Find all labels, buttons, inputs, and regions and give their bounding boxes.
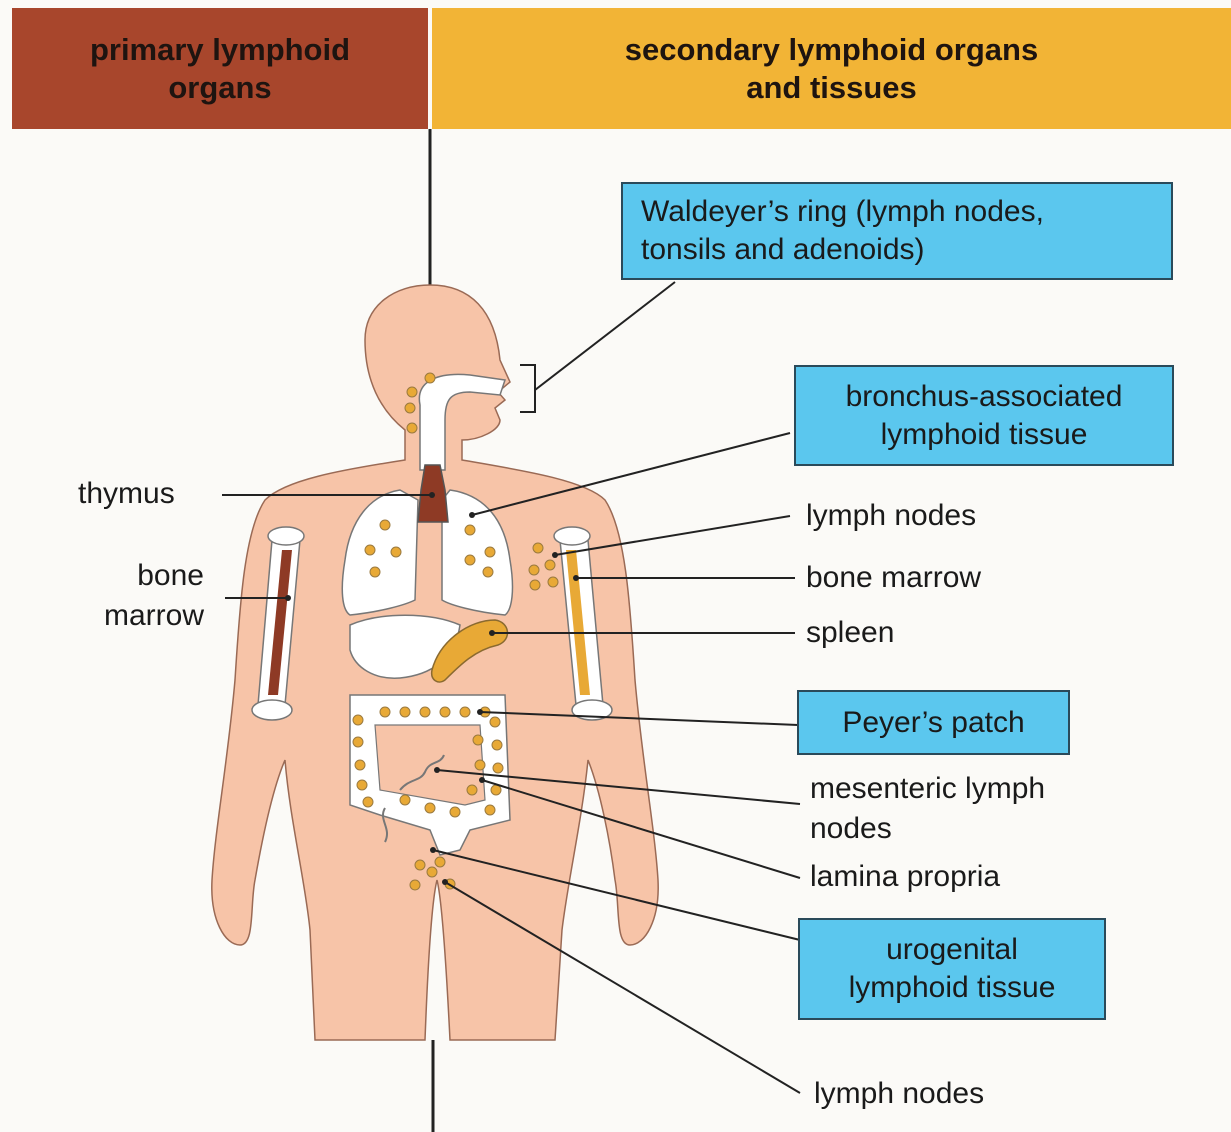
label-mesenteric-lymph-nodes: mesenteric lymph nodes <box>810 769 1045 849</box>
label-lymph-nodes-arm: lymph nodes <box>806 496 976 536</box>
peyers-patch-box: Peyer’s patch <box>797 690 1070 755</box>
label-lamina-propria: lamina propria <box>810 857 1000 897</box>
waldeyer-ring-box: Waldeyer’s ring (lymph nodes, tonsils an… <box>621 182 1173 280</box>
label-thymus: thymus <box>78 474 175 514</box>
balt-box: bronchus-associated lymphoid tissue <box>794 365 1174 466</box>
urogenital-lymphoid-box: urogenital lymphoid tissue <box>798 918 1106 1020</box>
label-lymph-nodes-lower: lymph nodes <box>814 1074 984 1114</box>
label-bone-marrow-secondary: bone marrow <box>806 558 981 598</box>
waldeyer-bracket <box>520 365 535 412</box>
label-spleen: spleen <box>806 613 894 653</box>
label-bone-marrow-primary: bone marrow <box>74 556 204 636</box>
